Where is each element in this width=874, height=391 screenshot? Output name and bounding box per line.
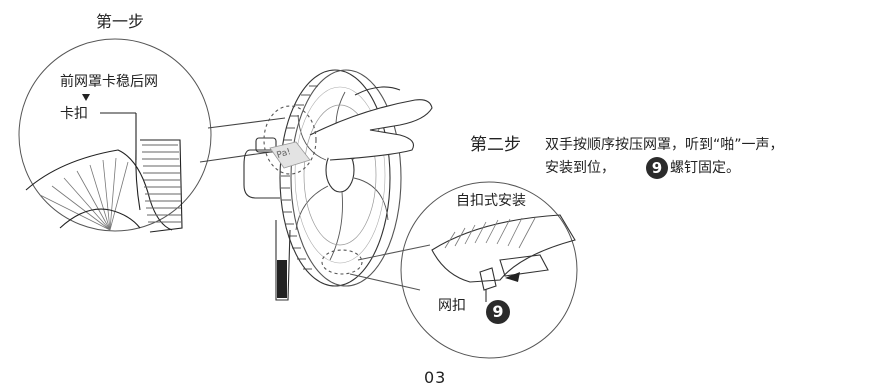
down-arrow-icon [82, 94, 90, 101]
step2-instruction-line1: 双手按顺序按压网罩，听到“啪”一声， [545, 137, 784, 153]
screw-number-badge: 9 [646, 157, 668, 179]
guard-clip-label: 网扣 [438, 298, 466, 314]
step2-title: 第二步 [470, 135, 521, 155]
screw-number-badge-detail: 9 [486, 300, 510, 324]
clip-callout: 卡扣 [60, 106, 88, 122]
step2-instruction-line2-start: 安装到位， [545, 160, 615, 176]
step1-detail-circle [18, 38, 212, 233]
page-number: 03 [424, 368, 447, 387]
self-clip-install-title: 自扣式安装 [456, 193, 526, 209]
fan-body [243, 69, 433, 301]
step2-detail-circle [400, 181, 578, 359]
front-guard-callout: 前网罩卡稳后网 [60, 74, 158, 90]
step1-title: 第一步 [96, 12, 145, 31]
step2-instruction-line2-end: 螺钉固定。 [670, 160, 740, 176]
